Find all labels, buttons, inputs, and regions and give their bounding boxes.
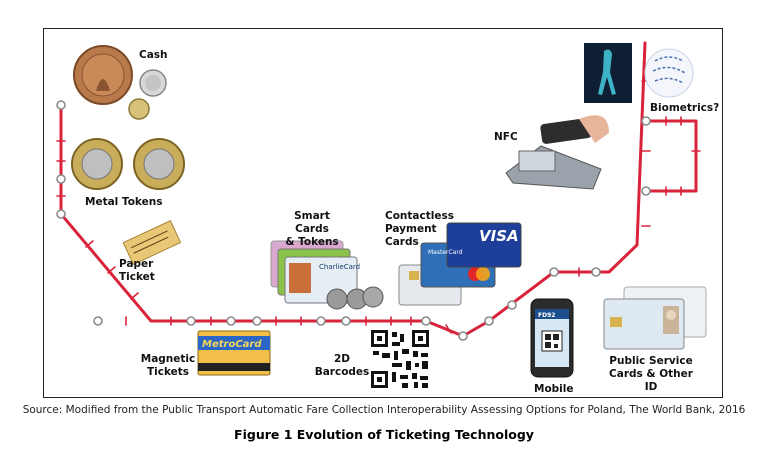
- nfc-reader-image: [505, 115, 609, 190]
- mobile-phone-image: [530, 298, 574, 378]
- label-contactless-line3: Cards: [385, 236, 419, 248]
- label-public-service-line1: Public Service: [609, 355, 693, 367]
- fd92-text: FD92: [538, 312, 555, 319]
- diagram-frame: CharlieCard VISA MasterCard: [43, 28, 723, 398]
- contactless-cards-image: [398, 222, 522, 306]
- label-public-service: Public Service Cards & Other ID: [601, 355, 701, 394]
- label-paper-ticket-line2: Ticket: [119, 271, 155, 283]
- timeline-stations: [56, 100, 651, 341]
- label-metal-tokens: Metal Tokens: [85, 196, 163, 208]
- id-cards-image: [603, 286, 707, 350]
- label-paper-ticket-line1: Paper: [119, 258, 154, 270]
- label-magnetic-line1: Magnetic: [140, 353, 196, 365]
- figure-caption: Figure 1 Evolution of Ticketing Technolo…: [234, 427, 534, 442]
- source-note: Source: Modified from the Public Transpo…: [22, 404, 746, 416]
- label-2d-barcodes-line2: Barcodes: [314, 366, 370, 378]
- charliecard-text: CharlieCard: [319, 263, 360, 271]
- label-mobile: Mobile: [534, 383, 574, 395]
- label-biometrics: Biometrics?: [650, 102, 720, 114]
- label-magnetic: Magnetic Tickets: [134, 353, 202, 379]
- label-contactless: Contactless Payment Cards: [385, 210, 454, 249]
- smart-cards-image: [270, 240, 384, 310]
- label-contactless-line2: Payment: [385, 223, 437, 235]
- label-cash: Cash: [139, 49, 168, 61]
- label-2d-barcodes: 2D Barcodes: [312, 353, 372, 379]
- timeline-line: [56, 41, 701, 338]
- metrocard-text: MetroCard: [202, 339, 262, 350]
- biometrics-image: [584, 43, 694, 103]
- label-nfc: NFC: [494, 131, 518, 143]
- label-contactless-line1: Contactless: [385, 210, 454, 222]
- label-smart-cards-line2: & Tokens: [285, 236, 339, 248]
- label-2d-barcodes-line1: 2D: [333, 353, 351, 365]
- metal-tokens-image: [71, 138, 185, 190]
- cash-coins-image: [73, 45, 167, 120]
- label-smart-cards-line1: Smart Cards: [294, 210, 330, 235]
- paper-ticket-image: [122, 220, 182, 266]
- label-magnetic-line2: Tickets: [146, 366, 190, 378]
- label-smart-cards: Smart Cards & Tokens: [277, 210, 347, 249]
- metrocard-image: [197, 330, 271, 376]
- visa-text: VISA: [479, 227, 519, 245]
- mastercard-text: MasterCard: [428, 249, 463, 256]
- evolution-diagram: CharlieCard VISA MasterCard: [56, 41, 707, 388]
- qr-code-image: [371, 330, 429, 388]
- label-paper-ticket: Paper Ticket: [119, 258, 155, 284]
- label-public-service-line2: Cards & Other ID: [609, 368, 693, 393]
